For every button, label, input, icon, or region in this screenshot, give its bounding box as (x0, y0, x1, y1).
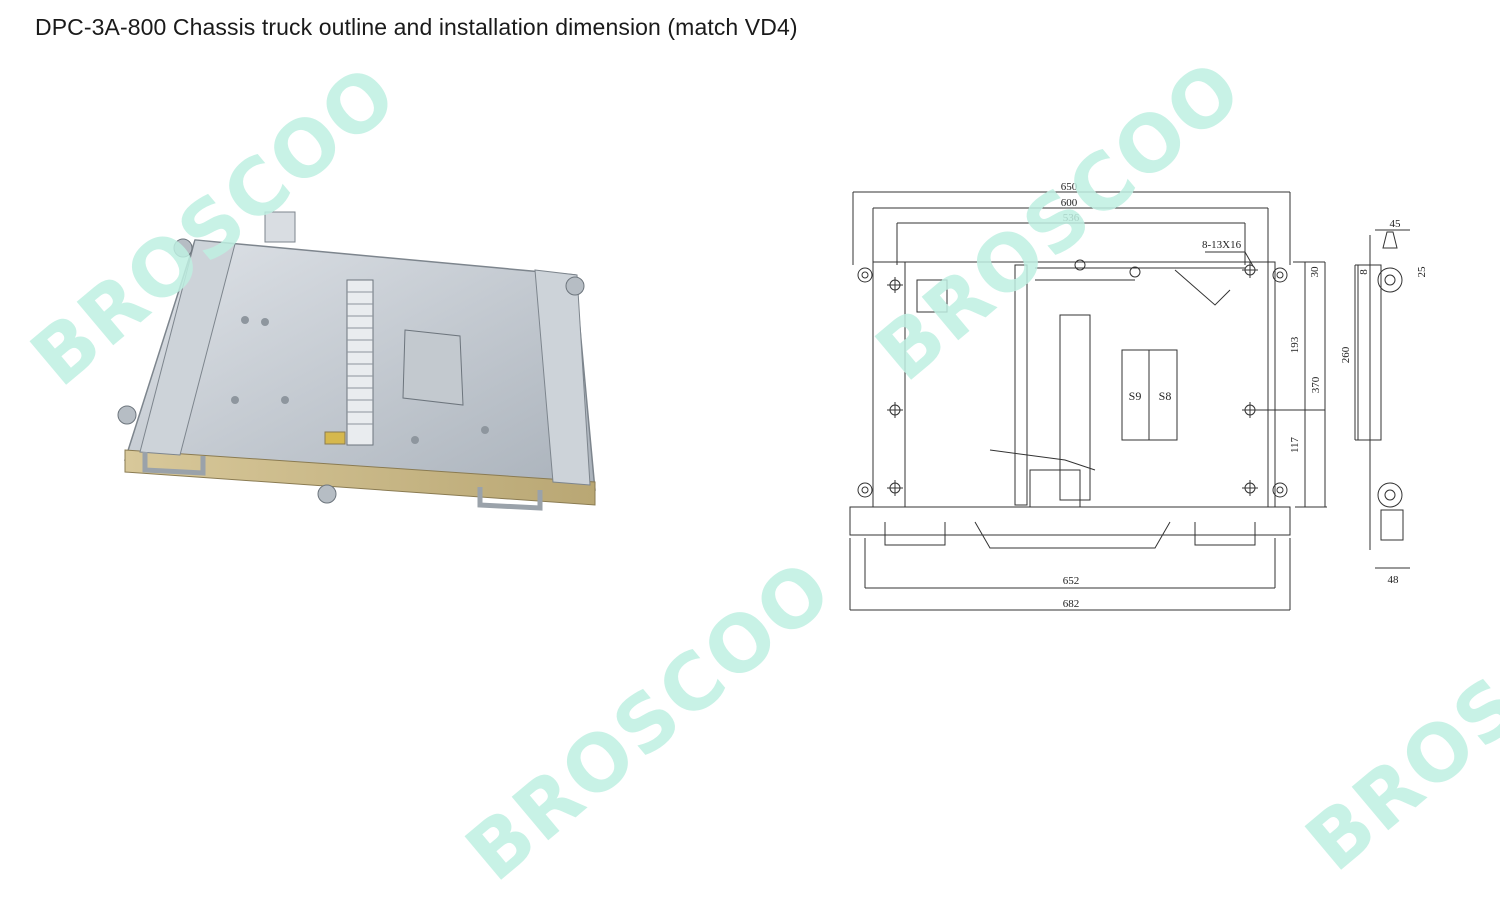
label-s8: S8 (1159, 389, 1172, 403)
dim-600: 600 (1061, 197, 1078, 209)
dimension-drawing: 650 600 536 8-13X16 652 682 45 48 30 193… (849, 181, 1428, 611)
dim-45: 45 (1390, 218, 1402, 230)
dim-652: 652 (1063, 575, 1080, 587)
watermark: BROSCOO (450, 543, 850, 899)
chassis-truck-photo (117, 211, 596, 511)
label-s9: S9 (1129, 389, 1142, 403)
dim-hole-spec: 8-13X16 (1202, 239, 1242, 251)
dim-8: 8 (1358, 269, 1370, 275)
dim-370: 370 (1310, 376, 1322, 393)
dim-30: 30 (1309, 266, 1321, 278)
dim-536: 536 (1063, 212, 1080, 224)
page-title: DPC-3A-800 Chassis truck outline and ins… (35, 14, 798, 40)
dim-48: 48 (1388, 574, 1400, 586)
dim-260: 260 (1340, 346, 1352, 363)
dim-682: 682 (1063, 598, 1080, 610)
dim-193: 193 (1289, 336, 1301, 353)
dim-117: 117 (1289, 436, 1301, 453)
dim-650: 650 (1061, 181, 1078, 193)
dim-25: 25 (1416, 266, 1428, 278)
